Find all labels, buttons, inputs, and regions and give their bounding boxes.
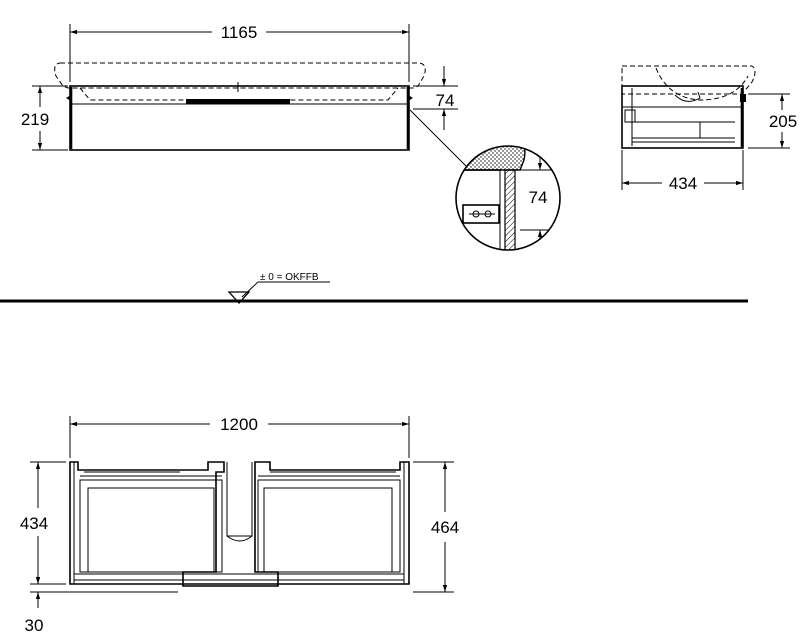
drawer-handle: [186, 99, 290, 104]
wall-mark-right: [408, 95, 413, 101]
side-elevation: [621, 65, 756, 149]
plan-outline: [69, 461, 410, 587]
wall-mark-left: [66, 95, 71, 101]
dim-side-height: 205: [748, 93, 797, 149]
floor-level-symbol: [227, 291, 251, 304]
dim-plan-depth-right-label: 464: [431, 518, 459, 537]
plan-siphon-cutout: [226, 462, 253, 542]
dim-top-lip-label: 74: [436, 91, 455, 110]
floor-label: ± 0 = OKFFB: [260, 272, 319, 283]
dim-plan-width-label: 1200: [220, 415, 258, 434]
dim-top-width-label: 1165: [221, 23, 258, 42]
dim-top-height-label: 219: [21, 110, 49, 129]
cabinet-body: [69, 85, 410, 151]
plan-left-drawer: [79, 479, 223, 573]
plan-view: [69, 461, 410, 587]
plan-right-drawer: [257, 479, 401, 573]
detail-circle: [455, 145, 561, 251]
floor-reference: ± 0 = OKFFB: [0, 272, 748, 304]
dim-side-depth-label: 434: [669, 174, 697, 193]
dim-plan-depth-left-label: 434: [20, 514, 48, 533]
detail-leader: [409, 109, 467, 167]
dim-top-height: 219: [21, 85, 68, 151]
dim-plan-width: 1200: [69, 415, 410, 458]
detail-bracket: [462, 204, 500, 224]
detail-panel-section: [504, 169, 516, 250]
dim-side-depth: 434: [621, 150, 744, 193]
dim-side-height-label: 205: [769, 112, 797, 131]
side-cabinet-body: [621, 85, 744, 149]
dim-detail-height-label: 74: [529, 188, 548, 207]
washbasin-outline: [54, 62, 426, 89]
washbasin-bowl: [79, 87, 399, 101]
dim-top-width: 1165: [69, 23, 410, 82]
detail-basin-section: [456, 146, 526, 171]
front-elevation: [54, 62, 426, 151]
dim-plan-depth-left: 434: [20, 461, 66, 585]
dim-plan-offset-label: 30: [25, 616, 44, 635]
dim-plan-offset: 30: [25, 574, 178, 635]
side-basin-outline: [621, 65, 756, 95]
dim-plan-depth-right: 464: [413, 461, 459, 593]
dim-top-lip: 74: [409, 66, 467, 167]
